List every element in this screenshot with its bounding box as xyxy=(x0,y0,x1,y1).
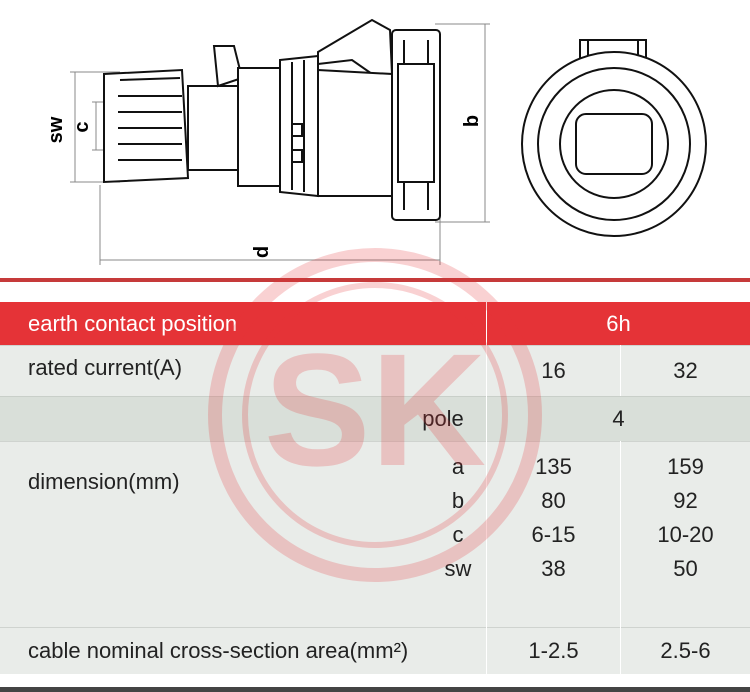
section-gap xyxy=(0,282,750,302)
pole-label: pole xyxy=(422,406,464,431)
plug-side-view-drawing: sw c b d xyxy=(45,18,707,265)
pole-value: 4 xyxy=(612,406,625,431)
specification-table: earth contact position 6h rated current(… xyxy=(0,302,750,692)
table-row-earth-contact: earth contact position 6h xyxy=(0,302,750,345)
dim-label-b: b xyxy=(461,115,483,127)
earth-contact-value: 6h xyxy=(606,310,631,336)
rated-current-16: 16 xyxy=(541,358,566,383)
dimension-a-32: 159 xyxy=(667,454,704,479)
subcolumn-divider-current xyxy=(620,345,621,396)
dimension-b-name: b xyxy=(451,488,465,513)
table-row-pole: pole 4 xyxy=(0,396,750,441)
dimension-sw-16: 38 xyxy=(541,556,566,581)
technical-drawing-panel: sw c b d xyxy=(0,0,750,282)
dimension-sw-name: sw xyxy=(444,556,472,581)
dim-label-d: d xyxy=(251,246,273,258)
dimension-c-32: 10-20 xyxy=(657,522,714,547)
cable-area-32: 2.5-6 xyxy=(660,638,711,663)
dim-label-sw: sw xyxy=(45,116,67,143)
dimension-label: dimension(mm) xyxy=(28,469,180,494)
dimension-b-16: 80 xyxy=(541,488,566,513)
dimension-c-name: c xyxy=(452,522,464,547)
rated-current-32: 32 xyxy=(673,358,698,383)
table-row-cable-area: cable nominal cross-section area(mm²) 1-… xyxy=(0,627,750,674)
subcolumn-divider-dimension xyxy=(620,441,621,674)
rated-current-label: rated current(A) xyxy=(28,355,183,380)
table-row-rated-current: rated current(A) 16 32 xyxy=(0,345,750,396)
dimension-a-16: 135 xyxy=(535,454,572,479)
cable-area-label: cable nominal cross-section area(mm²) xyxy=(28,638,409,663)
table-row-dimension: dimension(mm) a 135 159 b 80 92 c 6-15 1… xyxy=(0,441,750,627)
plug-front-view xyxy=(521,39,707,237)
column-divider xyxy=(486,302,487,674)
dimension-sw-32: 50 xyxy=(673,556,698,581)
dimension-b-32: 92 xyxy=(673,488,698,513)
cable-area-16: 1-2.5 xyxy=(528,638,579,663)
table-bottom-border xyxy=(0,674,750,692)
dim-label-c: c xyxy=(71,121,93,132)
dimension-a-name: a xyxy=(451,454,465,479)
earth-contact-label: earth contact position xyxy=(28,310,238,336)
dimension-c-16: 6-15 xyxy=(531,522,576,547)
